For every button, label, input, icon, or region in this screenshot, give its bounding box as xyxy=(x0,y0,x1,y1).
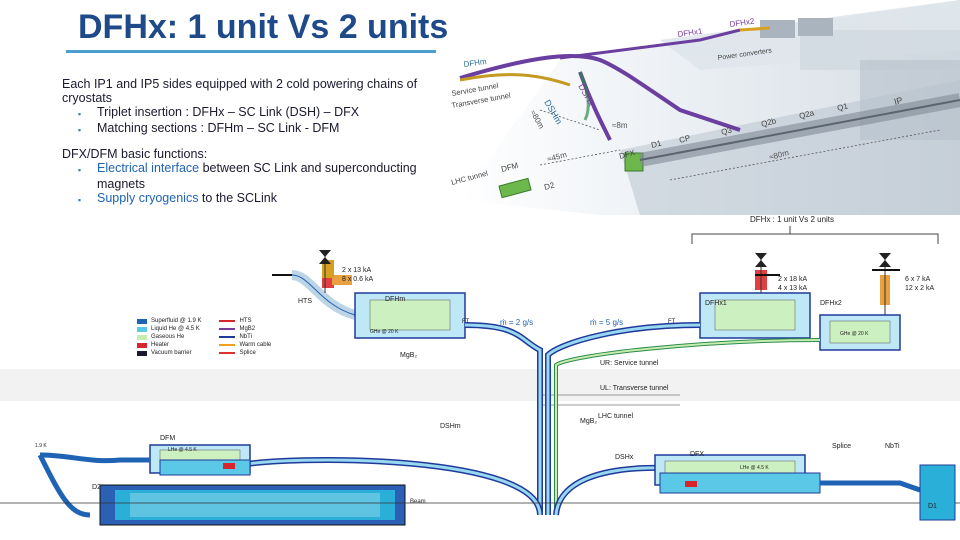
legend-item: Superfluid @ 1.9 K xyxy=(137,317,201,325)
dfm-label: DFM xyxy=(160,435,175,442)
dfhm-label: DFHm xyxy=(385,296,405,303)
legend-item: Heater xyxy=(137,341,201,349)
left-current-2: 8 x 0.6 kA xyxy=(342,276,373,283)
splice-label: Splice xyxy=(832,443,851,450)
photo-label-q2a: Q2a xyxy=(798,108,815,121)
intro-line-1: Each IP1 and IP5 sides equipped with 2 c… xyxy=(62,77,418,91)
d2-label: D2 xyxy=(92,484,101,491)
mgb2-label-b: MgB₂ xyxy=(580,418,597,425)
photo-label-d2: D2 xyxy=(543,180,556,191)
photo-label-dfx: DFX xyxy=(618,148,636,161)
nbti-label: NbTi xyxy=(885,443,900,450)
legend-fluids: Superfluid @ 1.9 K Liquid He @ 4.5 K Gas… xyxy=(137,317,201,357)
sc-temp-label: 1.9 K xyxy=(35,443,47,449)
dfx-label: DFX xyxy=(690,451,704,458)
photo-label-q1: Q1 xyxy=(836,101,849,113)
right2-current-1: 6 x 7 kA xyxy=(905,276,931,283)
tunnel-rendering: DFHx1 DFHx2 Power converters DFHm Servic… xyxy=(440,0,960,215)
photo-label-ip: IP xyxy=(893,95,904,107)
page-title: DFHx: 1 unit Vs 2 units xyxy=(78,8,449,46)
dshx-label: DSHx xyxy=(615,454,634,461)
photo-label-dfhm: DFHm xyxy=(463,57,487,69)
photo-label-d1: D1 xyxy=(650,138,663,149)
left-current-1: 2 x 13 kA xyxy=(342,267,372,274)
functions-bullet: ▪Supply cryogenics to the SCLink xyxy=(77,191,277,205)
ft-label-1: FT xyxy=(462,319,470,325)
intro-block: Each IP1 and IP5 sides equipped with 2 c… xyxy=(62,77,432,137)
right1-current-2: 4 x 13 kA xyxy=(778,285,808,292)
flow-rate-1: ṁ = 2 g/s xyxy=(500,318,533,327)
legend: Superfluid @ 1.9 K Liquid He @ 4.5 K Gas… xyxy=(137,317,271,357)
legend-item: Splice xyxy=(219,349,271,357)
legend-item: NbTi xyxy=(219,333,271,341)
intro-line-2: cryostats xyxy=(62,91,113,105)
dfhx2-label: DFHx2 xyxy=(820,300,842,307)
cryo-schematic: 2 x 13 kA 8 x 0.6 kA HTS DFHm 2 x 18 kA … xyxy=(0,250,960,526)
ft-label-2: FT xyxy=(668,319,676,325)
legend-item: HTS xyxy=(219,317,271,325)
title-underline xyxy=(66,50,436,53)
dshm-label: DSHm xyxy=(440,423,461,430)
service-tunnel-label: UR: Service tunnel xyxy=(600,360,659,367)
legend-item: MgB2 xyxy=(219,325,271,333)
photo-label-dfhx2: DFHx2 xyxy=(729,17,755,29)
intro-bullet: ▪Triplet insertion : DFHx – SC Link (DSH… xyxy=(77,105,360,119)
functions-bullet: ▪Electrical interface between SC Link an… xyxy=(77,161,417,175)
legend-item: Liquid He @ 4.5 K xyxy=(137,325,201,333)
legend-item: Gaseous He xyxy=(137,333,201,341)
beam-label: Beam xyxy=(410,499,426,505)
legend-conductors: HTS MgB2 NbTi Warm cable Splice xyxy=(219,317,271,357)
flow-rate-2: ṁ = 5 g/s xyxy=(590,318,623,327)
lhe-label-2: LHe @ 4.5 K xyxy=(740,465,769,471)
ghe-label-1: GHe @ 20 K xyxy=(370,329,399,335)
hts-label: HTS xyxy=(298,298,312,305)
photo-label-8m: ≈8m xyxy=(612,121,628,130)
transverse-tunnel-label: UL: Transverse tunnel xyxy=(600,385,669,392)
d1-label: D1 xyxy=(928,503,937,510)
diagram-caption: DFHx : 1 unit Vs 2 units xyxy=(750,215,835,224)
dfhx1-label: DFHx1 xyxy=(705,300,727,307)
functions-block: DFX/DFM basic functions: ▪Electrical int… xyxy=(62,147,432,207)
ghe-label-2: GHe @ 20 K xyxy=(840,331,869,337)
functions-bullet-cont: magnets xyxy=(97,177,145,191)
photo-label-q2b: Q2b xyxy=(760,116,777,129)
right2-current-2: 12 x 2 kA xyxy=(905,285,935,292)
photo-label-dfhx1: DFHx1 xyxy=(677,27,703,39)
lhe-label-1: LHe @ 4.5 K xyxy=(168,447,197,453)
mgb2-label: MgB₂ xyxy=(400,352,417,359)
photo-label-dfm: DFM xyxy=(500,161,519,174)
right1-current-1: 2 x 18 kA xyxy=(778,276,808,283)
caption-bracket xyxy=(691,226,939,244)
functions-heading: DFX/DFM basic functions: xyxy=(62,147,208,161)
legend-item: Vacuum barrier xyxy=(137,349,201,357)
lhc-tunnel-label: LHC tunnel xyxy=(598,413,633,420)
service-band xyxy=(0,369,960,401)
legend-item: Warm cable xyxy=(219,341,271,349)
intro-bullet: ▪Matching sections : DFHm – SC Link - DF… xyxy=(77,121,340,135)
photo-label-q3: Q3 xyxy=(720,125,733,137)
photo-label-cp: CP xyxy=(678,133,691,145)
